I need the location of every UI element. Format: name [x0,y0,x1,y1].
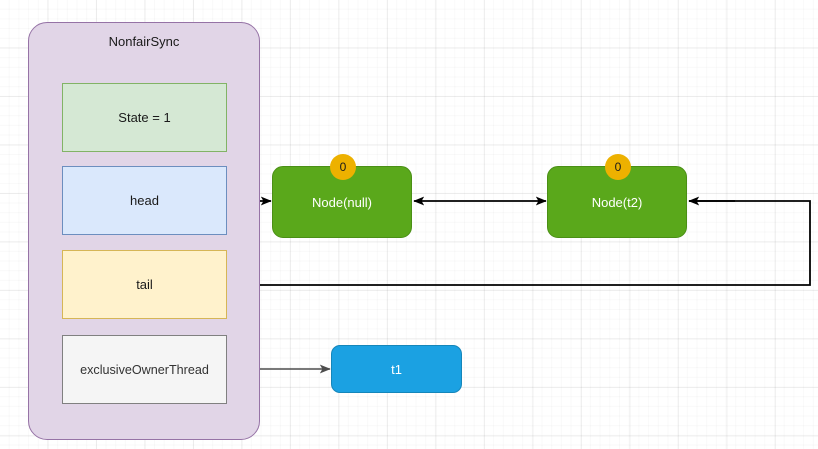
aqs-node-t2-label: Node(t2) [591,194,643,210]
aqs-node-null-label: Node(null) [312,194,372,210]
field-label-head: head [130,193,159,208]
nonfair-sync-title: NonfairSync [108,34,180,49]
thread-label-t1: t1 [391,361,402,377]
field-label-state: State = 1 [118,110,171,125]
aqs-node-null[interactable]: 0 Node(null) [272,154,412,238]
node-waitstatus-value: 0 [339,160,347,174]
field-label-exclusive-owner-thread: exclusiveOwnerThread [80,362,209,377]
node-waitstatus-badge: 0 [605,154,631,180]
field-box-tail[interactable]: tail [62,250,227,319]
field-box-head[interactable]: head [62,166,227,235]
node-waitstatus-badge: 0 [330,154,356,180]
aqs-node-t2[interactable]: 0 Node(t2) [547,154,687,238]
thread-box-t1[interactable]: t1 [331,345,462,393]
field-box-exclusive-owner-thread[interactable]: exclusiveOwnerThread [62,335,227,404]
node-waitstatus-value: 0 [614,160,622,174]
field-label-tail: tail [136,277,153,292]
field-box-state[interactable]: State = 1 [62,83,227,152]
